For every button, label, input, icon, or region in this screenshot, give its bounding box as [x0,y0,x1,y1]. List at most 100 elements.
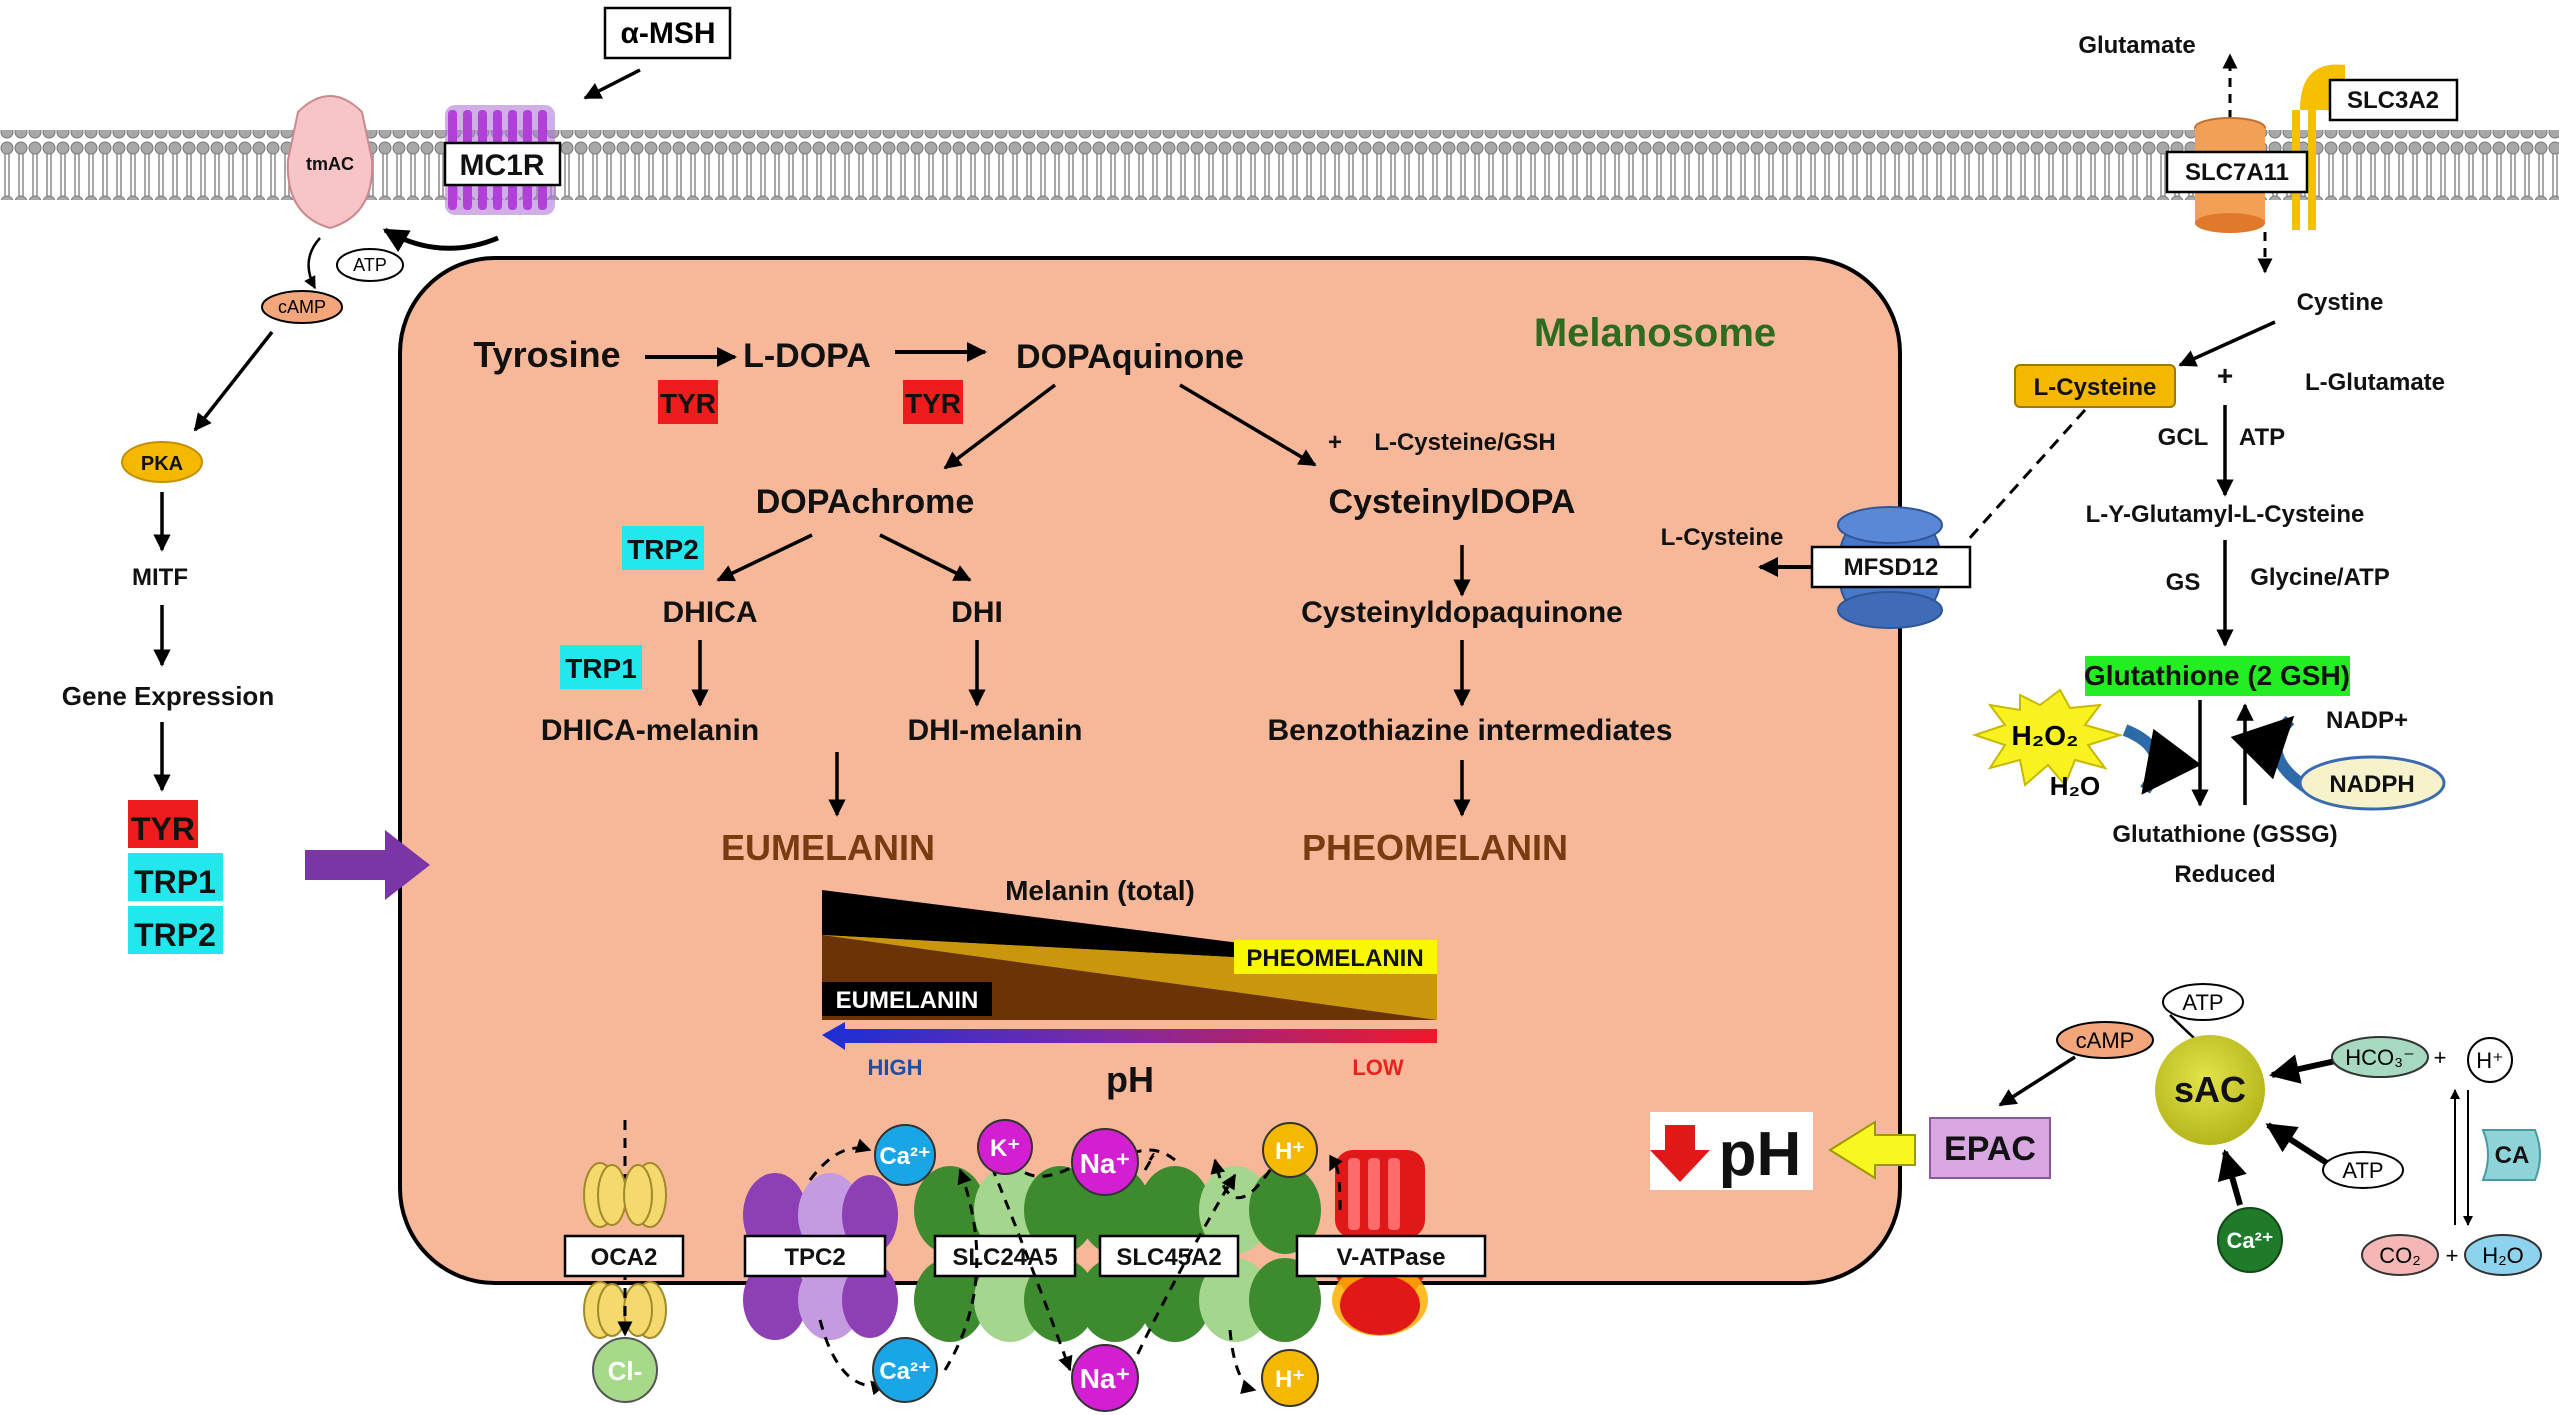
trp2-left-box [128,906,223,954]
arrow-msh-mc1r [583,68,641,100]
tpc2-box [743,1234,887,1278]
h2o2-label: H₂O₂ [2012,720,2079,751]
na-top-label: Na⁺ [1080,1148,1131,1179]
ca2-sac-label: Ca²⁺ [2226,1228,2273,1253]
ca2-bottom-label: Ca²⁺ [879,1358,930,1385]
low-label: LOW [1352,1055,1404,1080]
co2-ellipse [2361,1234,2439,1276]
dhi-melanin-label: DHI-melanin [907,714,1082,747]
epac-box [1929,1117,2051,1179]
vatpase-box [1295,1234,1487,1278]
atp-sac-top-label: ATP [2182,990,2223,1015]
arrow-dopaquinone-cysteinyldopa [1179,383,1317,467]
ph-big-label: pH [1719,1120,1802,1189]
mc1r-label: MC1R [459,149,544,182]
plus-small-label: + [1328,429,1342,456]
dhi-label: DHI [951,596,1003,629]
cystine-label: Cystine [2297,289,2384,316]
hplus-right-label: H⁺ [2476,1048,2504,1073]
h-top-ion [1262,1122,1318,1178]
atp-top-ellipse [336,248,404,282]
k-top-ion [977,1119,1033,1175]
ph-gradient-arrow [822,1022,1437,1050]
eu-box [822,982,992,1016]
arrow-cystine-lcysteine [2178,320,2276,367]
tmac-label: tmAC [306,154,354,174]
camp-right-label: cAMP [2076,1028,2135,1053]
eumelanin-label: EUMELANIN [721,827,935,868]
slc7a11-label: SLC7A11 [2185,159,2289,186]
trp1-box [560,645,642,689]
glycine-atp-label: Glycine/ATP [2250,564,2390,591]
cysteinyldopa-label: CysteinylDOPA [1329,483,1576,521]
mfsd12-label: MFSD12 [1844,554,1939,581]
pka-label: PKA [141,453,183,475]
slc24a5-label: SLC24A5 [952,1244,1057,1271]
na-bottom-label: Na⁺ [1080,1363,1131,1394]
oca2-label: OCA2 [591,1244,658,1271]
lcysteine-box [2014,364,2176,408]
alpha-msh-box [603,6,732,60]
arrow-atp-sac-bottom [2265,1122,2332,1168]
h2o2-burst [1971,688,2124,787]
sac-enzyme [2155,1035,2265,1145]
tmac-enzyme [286,95,374,230]
ca2-top-label: Ca²⁺ [879,1143,930,1170]
slc3a2-label: SLC3A2 [2347,87,2439,114]
tyr-label-2: TYR [905,388,961,419]
tyr-box-1 [658,380,718,424]
lcysteine-out-label: L-Cysteine [1661,524,1784,551]
slc7a11-box [2165,150,2309,194]
h2o-right-label: H₂O [2050,771,2101,801]
ca2-bottom-ion [872,1337,938,1403]
curve-h2o2 [2122,724,2202,795]
tyr-label-1: TYR [660,388,716,419]
atp-gcl-label: ATP [2239,424,2285,451]
tyr-box-2 [903,380,963,424]
atp-sac-top-ellipse [2162,983,2244,1021]
arrow-hco3-sac [2269,1054,2341,1084]
tyr-left-label: TYR [131,811,195,847]
lcys-gsh-label: L-Cysteine/GSH [1374,429,1555,456]
glutamate-label: Glutamate [2078,32,2195,59]
hplus-right-circle [2467,1037,2513,1083]
pka-ellipse [121,441,203,483]
hco3-ellipse [2331,1036,2429,1078]
h2o-sac-ellipse [2464,1234,2542,1276]
na-bottom-ion [1071,1344,1139,1412]
trp1-label: TRP1 [565,653,637,684]
tpc2-label: TPC2 [784,1244,845,1271]
co2-label: CO₂ [2379,1243,2421,1268]
arrow-camp-pka [193,330,274,432]
yellow-arrow [1828,1120,1916,1180]
benzothiazine-label: Benzothiazine intermediates [1267,714,1672,747]
mc1r-box [443,141,562,187]
vatpase-label: V-ATPase [1337,1244,1446,1271]
gssg-label: Glutathione (GSSG) [2112,821,2337,848]
ldopa-label: L-DOPA [743,337,871,375]
arrow-ca2-sac [2217,1149,2247,1206]
trp2-left-label: TRP2 [134,917,216,953]
h-bottom-ion [1261,1349,1319,1407]
pheomelanin-band-upper [822,935,1437,1020]
dopachrome-label: DOPAchrome [756,483,975,521]
glutathione-box [2085,656,2350,696]
plasma-membrane [0,130,2559,200]
atp-sac-bottom-label: ATP [2342,1158,2383,1183]
melanosome-title: Melanosome [1534,311,1776,355]
tyr-left-box [128,800,198,848]
mitf-label: MITF [132,564,188,591]
vatpase-pump [1332,1150,1428,1336]
k-top-label: K⁺ [990,1135,1020,1162]
high-label: HIGH [868,1055,923,1080]
atp-top-label: ATP [353,255,387,275]
glutathione-label: Glutathione (2 GSH) [2084,660,2350,691]
trp2-label: TRP2 [627,534,699,565]
h-bottom-label: H⁺ [1275,1366,1305,1393]
arrow-mc1r-tmac [382,227,499,253]
eu-box-label: EUMELANIN [836,987,979,1014]
dopaquinone-label: DOPAquinone [1016,338,1244,376]
plus-hco3-label: + [2434,1045,2447,1070]
slc3a2-box [2328,78,2459,122]
